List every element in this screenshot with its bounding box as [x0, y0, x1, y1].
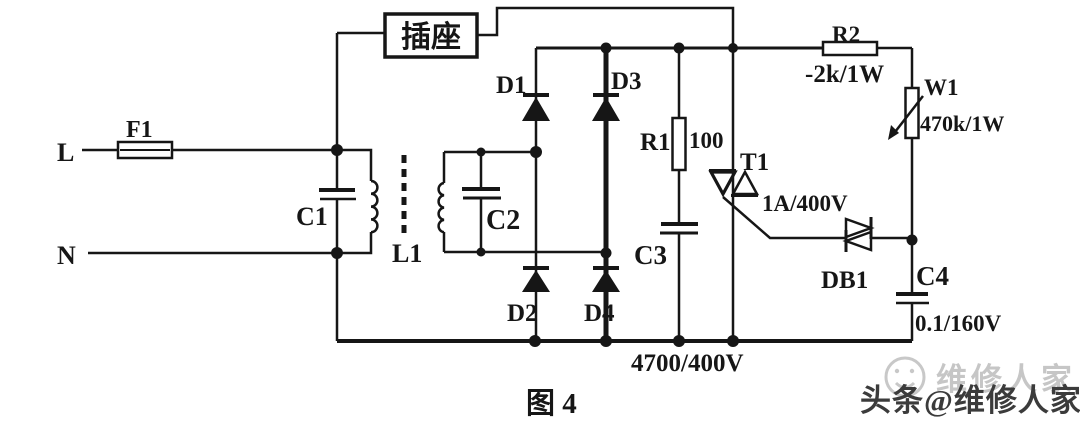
label-w1: W1 — [924, 75, 959, 100]
primary-winding — [370, 179, 379, 234]
junction-dots — [331, 42, 918, 347]
figure-caption: 图 4 — [526, 388, 577, 420]
socket-symbol — [383, 12, 479, 59]
label-db1: DB1 — [821, 267, 868, 294]
value-c3: 4700/400V — [631, 350, 744, 377]
capacitor-c4-symbol — [896, 292, 929, 305]
watermark: 维修人家 头条@维修人家 — [860, 356, 1080, 418]
label-d4: D4 — [584, 300, 615, 327]
label-socket: 插座 — [401, 20, 461, 54]
value-r2: -2k/1W — [805, 61, 884, 88]
label-c1: C1 — [296, 202, 328, 231]
wire-socket-loop — [478, 6, 735, 48]
transformer-l1-symbol — [370, 155, 445, 238]
secondary-winding — [437, 181, 445, 234]
diode-d2-symbol — [522, 266, 550, 292]
label-c2: C2 — [486, 205, 520, 236]
diode-d4-symbol — [592, 266, 620, 292]
terminal-live-label: L — [57, 138, 74, 167]
label-f1: F1 — [126, 117, 153, 143]
resistor-r1-symbol — [671, 116, 687, 172]
watermark-logo-text: 维修人家 — [936, 362, 1076, 397]
label-c4: C4 — [916, 261, 949, 291]
wiring — [82, 6, 914, 343]
label-d2: D2 — [507, 300, 538, 327]
terminal-neutral-label: N — [57, 241, 76, 270]
triac-t1-symbol — [708, 169, 760, 198]
capacitor-c3-symbol — [660, 222, 698, 235]
value-t1: 1A/400V — [762, 191, 848, 216]
diode-d3-symbol — [592, 93, 620, 121]
capacitor-c2-symbol — [462, 187, 501, 200]
diac-db1-symbol — [842, 217, 875, 252]
label-l1: L1 — [392, 239, 422, 268]
potentiometer-w1-symbol — [888, 86, 924, 140]
label-r1: R1 — [640, 129, 671, 156]
value-w1: 470k/1W — [920, 111, 1004, 136]
fuse-f1-symbol — [116, 140, 174, 160]
wire-gate — [722, 196, 846, 240]
watermark-byline: 头条@维修人家 — [860, 383, 1080, 418]
resistor-r2-symbol — [821, 40, 879, 57]
label-d3: D3 — [611, 68, 642, 95]
watermark-logo-icon — [884, 356, 926, 398]
value-c4: 0.1/160V — [915, 311, 1002, 336]
label-r2: R2 — [832, 22, 860, 47]
value-r1: 100 — [689, 128, 724, 153]
label-t1: T1 — [740, 149, 769, 176]
capacitor-c1-symbol — [319, 188, 356, 201]
label-d1: D1 — [496, 72, 527, 99]
diode-d1-symbol — [522, 93, 550, 121]
label-c3: C3 — [634, 240, 667, 270]
